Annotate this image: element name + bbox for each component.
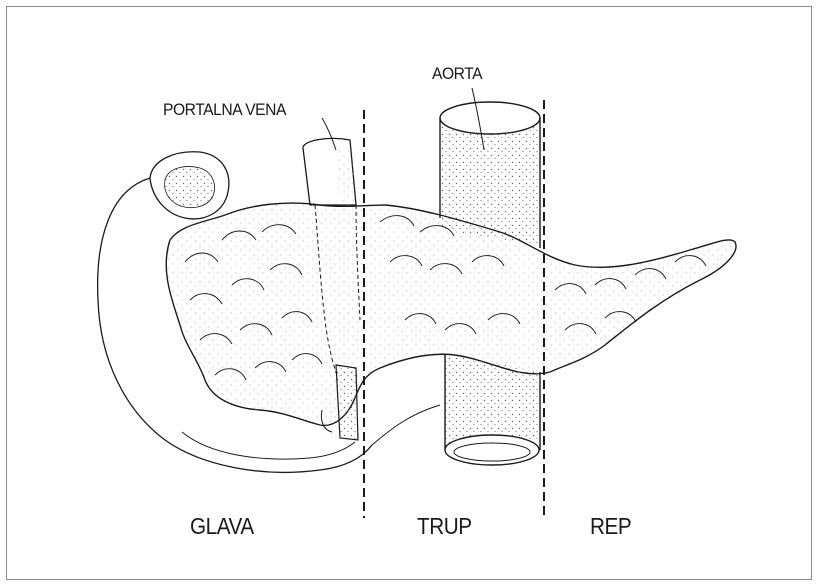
aorta-label: AORTA <box>432 64 482 84</box>
duodenum-inner-fold <box>182 432 355 459</box>
duodenum-lower-line <box>372 405 440 445</box>
mesenteric-vein-lower <box>336 365 358 440</box>
body-label: TRUP <box>417 513 472 540</box>
portal-vein-label: PORTALNA VENA <box>163 100 286 120</box>
duodenum-cut-lumen <box>165 167 215 208</box>
head-label: GLAVA <box>190 513 254 540</box>
tail-label: REP <box>590 513 631 540</box>
aorta-top-opening <box>440 102 540 134</box>
portal-vein-shading <box>338 150 356 205</box>
